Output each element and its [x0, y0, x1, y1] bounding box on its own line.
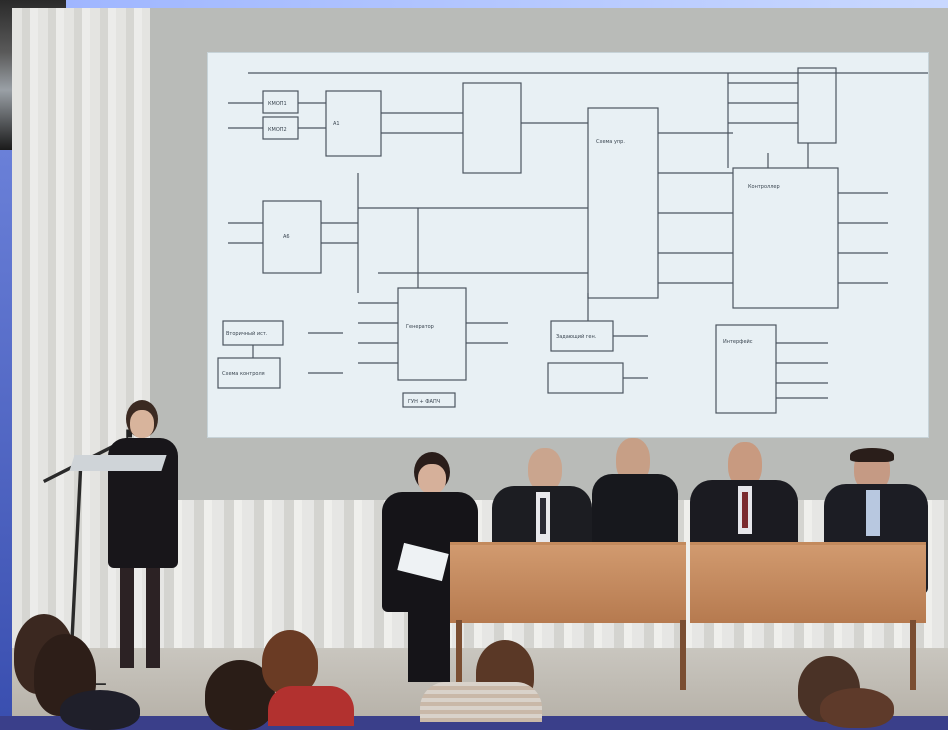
diagram-text: Контроллер [748, 184, 780, 190]
table-leg [910, 620, 916, 690]
diagram-text: КМОП1 [268, 101, 287, 107]
diagram-block [547, 362, 624, 394]
audience-member [820, 688, 894, 728]
projection-screen: А1 КМОП1 КМОП2 А6 Схема упр. Контроллер … [207, 52, 929, 438]
lectern-paper [69, 455, 167, 471]
diagram-text: Вторичный ист. [226, 330, 268, 337]
speaker-person [98, 400, 184, 680]
diagram-block [732, 167, 839, 309]
table-leg [456, 620, 462, 690]
audience-member [262, 630, 318, 694]
panel-table-right [690, 542, 926, 623]
diagram-text: ГУН + ФАПЧ [408, 399, 440, 405]
diagram-block [325, 90, 382, 157]
diagram-block [462, 82, 522, 174]
diagram-text: А1 [333, 121, 340, 127]
diagram-text: Генератор [406, 324, 434, 330]
left-border [0, 150, 12, 716]
diagram-text: А6 [283, 234, 290, 240]
diagram-block [587, 107, 659, 299]
diagram-text: КМОП2 [268, 127, 287, 133]
microphone-icon [126, 429, 132, 438]
audience-shirt [268, 686, 354, 726]
diagram-block [797, 67, 837, 144]
diagram-block [402, 392, 456, 408]
diagram-text: Задающий ген. [556, 333, 597, 340]
audience-member [60, 690, 140, 730]
diagram-block [262, 90, 299, 114]
top-border [66, 0, 948, 8]
diagram-block [217, 357, 281, 389]
diagram-text: Схема упр. [596, 139, 625, 145]
diagram-text: Интерфейс [723, 338, 753, 345]
diagram-block [262, 200, 322, 274]
panel-table-left [450, 542, 686, 623]
table-leg [680, 620, 686, 690]
diagram-block [397, 287, 467, 381]
block-diagram: А1 КМОП1 КМОП2 А6 Схема упр. Контроллер … [217, 67, 928, 414]
diagram-block [715, 324, 777, 414]
diagram-text: Схема контроля [222, 371, 265, 377]
audience-shirt [420, 682, 542, 722]
